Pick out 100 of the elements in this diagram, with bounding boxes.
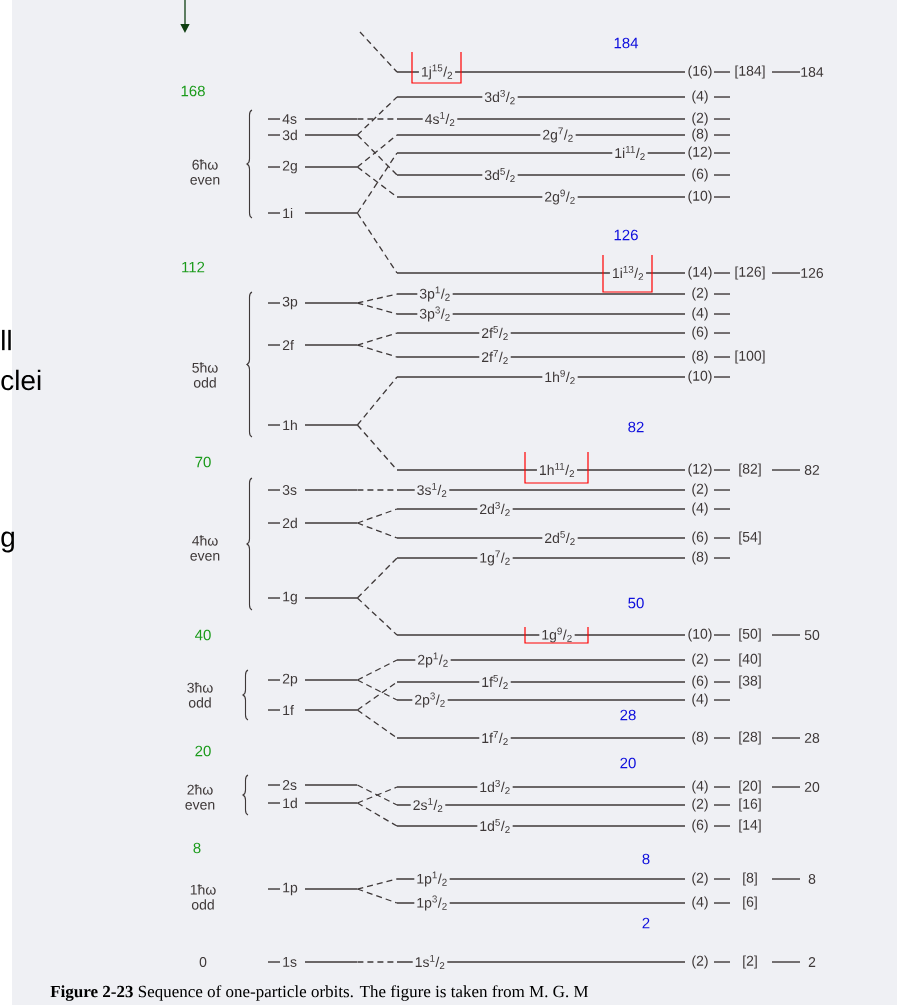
cumulative-count: [20] (739, 780, 761, 794)
orbit-occupancy: (6) (692, 531, 708, 545)
shell-count: 168 (181, 85, 205, 97)
magic-number: 20 (620, 757, 636, 769)
orbit-occupancy: (2) (692, 287, 708, 301)
orbit-occupancy: (10) (688, 370, 712, 384)
node-label: 1h$^{9}$/$_{2}$ (545, 369, 575, 385)
orbit-level: 1g$^{9}$/$_{2}$ (396, 625, 686, 645)
connector-line (356, 302, 398, 315)
shell-count: 8 (193, 842, 201, 854)
shell-count: 70 (195, 456, 211, 468)
orbit-level: 1s$^{1}$/$_{2}$ (396, 952, 686, 972)
shell-energy: 2ħω even (185, 784, 215, 810)
connector-line (356, 332, 398, 346)
orbit-level: 1i$^{13}$/$_{2}$ (396, 263, 686, 283)
orbit-level: 2g$^{7}$/$_{2}$ (396, 125, 686, 145)
orbit-level: 1d$^{3}$/$_{2}$ (396, 777, 686, 797)
node-label: 2g$^{9}$/$_{2}$ (545, 189, 575, 205)
orbit-occupancy: (4) (692, 780, 708, 794)
node-label: 1d$^{5}$/$_{2}$ (480, 818, 510, 834)
magic-number: 50 (804, 630, 820, 640)
shell-level: 4s (267, 114, 358, 124)
shell-energy: 1ħω odd (190, 884, 216, 910)
orbit-occupancy: (8) (692, 350, 708, 364)
node-label: 1h$^{11}$/$_{2}$ (540, 462, 575, 478)
orbit-level: 1g$^{7}$/$_{2}$ (396, 548, 686, 568)
magic-number: 184 (614, 37, 639, 49)
cumulative-count: [16] (739, 798, 761, 812)
magic-number: 126 (801, 268, 824, 278)
node-label: 2p$^{3}$/$_{2}$ (415, 692, 445, 708)
shell-level: 1d (267, 797, 358, 809)
cumulative-count: [54] (739, 531, 761, 545)
magic-number: 184 (801, 67, 824, 77)
orbit-level: 3p$^{3}$/$_{2}$ (396, 304, 686, 324)
orbit-occupancy: (4) (692, 90, 708, 104)
connector-line (356, 508, 398, 524)
orbit-occupancy: (6) (692, 675, 708, 689)
connector-line (356, 376, 398, 426)
slide-text: g (1, 531, 14, 553)
orbit-level: 2g$^{9}$/$_{2}$ (396, 187, 686, 207)
slide-text: clei (1, 369, 41, 391)
node-label: 1s$^{1}$/$_{2}$ (415, 954, 445, 970)
orbit-level: 2d$^{5}$/$_{2}$ (396, 528, 686, 548)
connector-line (356, 679, 398, 701)
orbit-level: 3p$^{1}$/$_{2}$ (396, 284, 686, 304)
magic-number: 50 (628, 597, 644, 609)
node-label: 3s$^{1}$/$_{2}$ (417, 482, 447, 498)
connector-line (356, 152, 398, 214)
connector-line (356, 134, 398, 176)
node-label: 1f$^{7}$/$_{2}$ (482, 730, 508, 746)
orbit-level: 3s$^{1}$/$_{2}$ (396, 480, 686, 500)
shell-count: 112 (182, 261, 205, 273)
orbit-occupancy: (2) (692, 955, 708, 969)
orbit-occupancy: (2) (692, 112, 708, 126)
orbit-level: 1f$^{5}$/$_{2}$ (396, 672, 686, 692)
cumulative-count: [38] (739, 675, 761, 689)
orbit-level: 1f$^{7}$/$_{2}$ (396, 728, 686, 748)
cumulative-count: [2] (743, 955, 757, 969)
orbit-occupancy: (16) (688, 65, 712, 79)
orbit-level: 1j$^{15}$/$_{2}$ (396, 62, 686, 82)
connector-line (356, 212, 398, 274)
caption: Figure 2-23 Sequence of one-particle orbits. The figure is taken from M. G. M (50, 985, 589, 1001)
magic-number: 2 (642, 917, 650, 929)
slide-text: ll (2, 329, 11, 351)
orbit-occupancy: (4) (692, 307, 708, 321)
shell-level: 2d (267, 517, 358, 529)
orbit-occupancy: (12) (688, 463, 712, 477)
connector-line (356, 557, 398, 599)
connector-line (356, 878, 398, 890)
cumulative-count: [100] (735, 350, 765, 364)
orbit-level: 1p$^{3}$/$_{2}$ (396, 893, 686, 913)
shell-count: 40 (195, 629, 211, 641)
orbit-occupancy: (2) (692, 798, 708, 812)
orbit-occupancy: (2) (692, 872, 708, 886)
orbit-level: 3d$^{5}$/$_{2}$ (396, 165, 686, 185)
orbit-occupancy: (8) (692, 128, 708, 142)
magic-number: 82 (628, 421, 644, 433)
orbit-occupancy: (4) (692, 896, 708, 910)
orbit-level: 2p$^{3}$/$_{2}$ (396, 690, 686, 710)
connector-line (356, 344, 398, 358)
orbit-occupancy: (10) (688, 628, 712, 642)
orbit-level: 1p$^{1}$/$_{2}$ (396, 869, 686, 889)
shell-level: 3p (267, 296, 358, 310)
orbit-occupancy: (4) (692, 502, 708, 516)
orbit-occupancy: (6) (692, 168, 708, 182)
shell-count: 20 (195, 745, 211, 757)
connector-line (356, 681, 398, 711)
orbit-occupancy: (2) (692, 483, 708, 497)
shell-level: 1i (267, 207, 358, 219)
orbit-level: 2s$^{1}$/$_{2}$ (396, 795, 686, 815)
connector-line (356, 802, 398, 827)
node-label: 3p$^{3}$/$_{2}$ (419, 306, 450, 322)
orbit-occupancy: (6) (692, 819, 708, 833)
node-label: 2s$^{1}$/$_{2}$ (413, 797, 443, 813)
magic-number: 2 (808, 957, 816, 967)
shell-energy: 6ħω even (190, 159, 220, 185)
node-label: 3p$^{1}$/$_{2}$ (419, 286, 450, 302)
node-label: 1g$^{7}$/$_{2}$ (480, 550, 510, 566)
orbit-occupancy: (10) (688, 190, 712, 204)
node-label: 3d$^{3}$/$_{2}$ (484, 89, 515, 105)
